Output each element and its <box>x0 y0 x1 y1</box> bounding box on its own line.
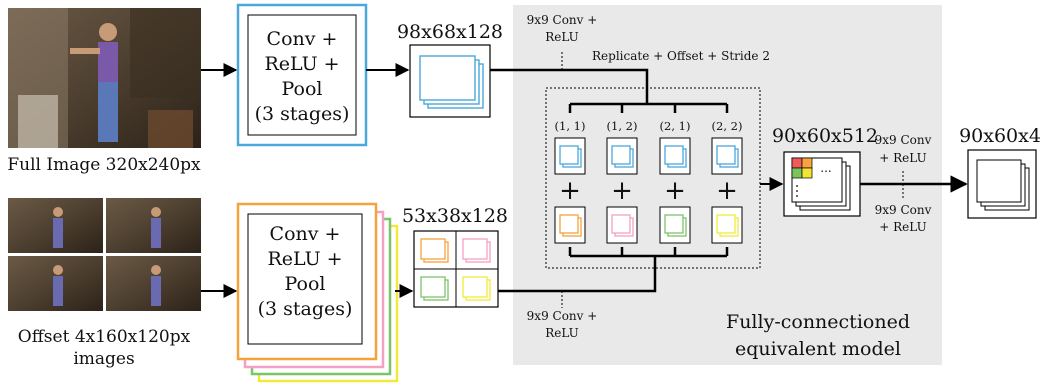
blue-stack-4 <box>711 137 743 175</box>
conv-block-offset-stack: Conv + ReLU + Pool (3 stages) <box>236 202 399 383</box>
full-image-photo <box>8 8 201 148</box>
full-feature-map <box>409 44 491 118</box>
pink-stack <box>606 206 638 244</box>
interleaved-dims: 90x60x512 <box>772 125 878 147</box>
full-image-caption: Full Image 320x240px <box>7 155 201 175</box>
interleaved-maps: ... <box>783 151 861 217</box>
conv-right-bottom-line2: + ReLU <box>879 220 926 234</box>
conv-block-full: Conv + ReLU + Pool (3 stages) <box>236 3 368 147</box>
conv-line1: Conv + <box>270 223 341 245</box>
conv-top-label-line1: 9x9 Conv + <box>527 13 598 27</box>
plus-sign-1: + <box>559 176 581 206</box>
offset-images-caption-line2: images <box>73 349 134 369</box>
replicate-label: Replicate + Offset + Stride 2 <box>592 49 770 63</box>
conv-line2: ReLU + <box>264 53 339 75</box>
conv-line4: (3 stages) <box>255 103 350 125</box>
full-feature-dims: 98x68x128 <box>397 21 503 43</box>
top-bracket <box>568 102 729 113</box>
photo-icon <box>8 256 103 311</box>
offset-label-1-1: (1, 1) <box>555 119 586 133</box>
model-caption-line2: equivalent model <box>735 338 901 360</box>
offset-label-1-2: (1, 2) <box>607 119 638 133</box>
bottom-bracket <box>568 247 729 258</box>
conv-line3: Pool <box>282 78 323 100</box>
photo-icon <box>106 256 201 311</box>
conv-line2: ReLU + <box>267 248 342 270</box>
conv-bottom-label-line2: ReLU <box>545 326 579 340</box>
plus-sign-4: + <box>716 176 738 206</box>
connector-top <box>490 68 649 104</box>
output-maps <box>967 149 1037 219</box>
conv-right-top-line1: 9x9 Conv <box>875 133 932 147</box>
blue-stack-3 <box>659 137 691 175</box>
conv-top-label-line2: ReLU <box>545 30 579 44</box>
plus-sign-3: + <box>664 176 686 206</box>
photo-icon <box>106 198 201 253</box>
orange-stack <box>554 206 586 244</box>
conv-line3: Pool <box>285 273 326 295</box>
photo-icon <box>8 198 103 253</box>
conv-right-bottom-line1: 9x9 Conv <box>875 203 932 217</box>
offset-label-2-2: (2, 2) <box>712 119 743 133</box>
offset-grid-box <box>545 87 761 269</box>
conv-right-top-line2: + ReLU <box>879 151 926 165</box>
conv-line1: Conv + <box>267 28 338 50</box>
output-dims: 90x60x4 <box>959 125 1041 147</box>
model-caption-line1: Fully-connectioned <box>726 311 910 333</box>
yellow-stack <box>711 206 743 244</box>
offset-feature-dims: 53x38x128 <box>402 205 508 227</box>
green-stack <box>659 206 691 244</box>
offset-images-grid <box>8 198 201 311</box>
conv-bottom-label-line1: 9x9 Conv + <box>527 309 598 323</box>
connector-bottom <box>498 256 657 293</box>
interleaved-ellipsis: ... <box>820 161 831 175</box>
blue-stack-1 <box>554 137 586 175</box>
offset-feature-maps <box>413 230 499 308</box>
photo-icon <box>8 8 201 148</box>
offset-label-2-1: (2, 1) <box>660 119 691 133</box>
conv-line4: (3 stages) <box>258 298 353 320</box>
blue-stack-2 <box>606 137 638 175</box>
plus-sign-2: + <box>611 176 633 206</box>
offset-images-caption-line1: Offset 4x160x120px <box>18 327 191 347</box>
